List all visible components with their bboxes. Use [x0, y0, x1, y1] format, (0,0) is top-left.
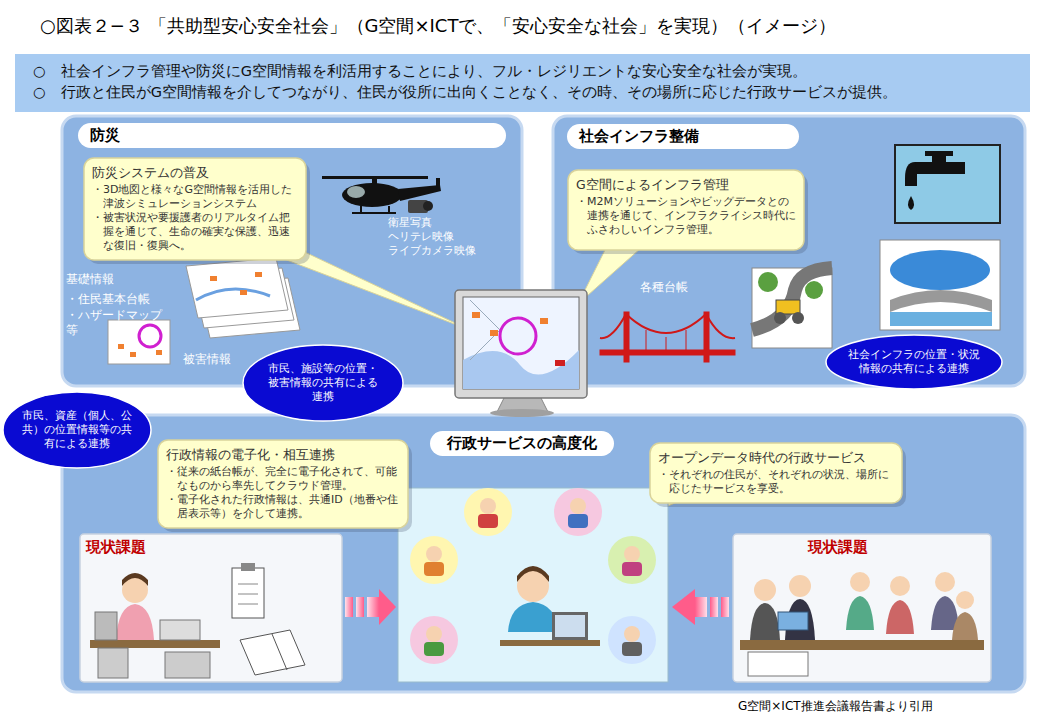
node-shape: [733, 534, 991, 682]
summary-band: ○ 社会インフラ管理や防災にG空間情報を利活用することにより、フル・レジリエント…: [15, 54, 1030, 112]
callout-box: 防災システムの普及・3D地図と様々なG空間情報を活用した津波シミュレーションシス…: [84, 158, 306, 260]
diagram-title: ○図表２−３ 「共助型安心安全社会」（G空間×ICTで、「安心安全な社会」を実現…: [40, 14, 836, 38]
callout-bullet: ・3D地図と様々なG空間情報を活用した津波シミュレーションシステム: [92, 183, 298, 211]
panel-heading: 防災: [78, 123, 506, 148]
callout-fill: [158, 440, 408, 528]
callout-box: オープンデータ時代の行政サービス・それぞれの住民が、それぞれの状況、場所に応じた…: [650, 443, 902, 503]
oval-fill: [243, 345, 403, 421]
label-slot: 衛星写真 ヘリテレ映像 ライブカメラ映像: [388, 216, 488, 258]
callout-fill: [84, 158, 306, 260]
label-slot: 基礎情報: [66, 272, 156, 287]
callout-heading: 行政情報の電子化・相互連携: [166, 446, 400, 463]
callout-bullet: ・従来の紙台帳が、完全に電子化されて、可能なものから率先してクラウド管理。: [166, 465, 400, 493]
box-fill: [80, 534, 342, 682]
faucet-icon: [895, 145, 1000, 223]
oval-fill: [826, 335, 1002, 389]
callout-bullet: ・それぞれの住民が、それぞれの状況、場所に応じたサービスを享受。: [658, 468, 894, 496]
summary-line: ○ 社会インフラ管理や防災にG空間情報を利活用することにより、フル・レジリエント…: [33, 61, 1012, 82]
box-fill: [733, 534, 991, 682]
panel-heading: 行政サービスの高度化: [430, 431, 614, 456]
issue-box: 現状課題: [733, 534, 991, 682]
part-label: ・ハザードマップ 等: [66, 308, 166, 338]
panel-heading: 社会インフラ整備: [567, 124, 799, 149]
caption-slot: G空間×ICT推進会議報告書より引用: [738, 698, 933, 715]
part-label: 被害情報: [183, 352, 243, 367]
title-slot: ○図表２−３ 「共助型安心安全社会」（G空間×ICTで、「安心安全な社会」を実現…: [40, 14, 836, 38]
label-slot: 各種台帳: [640, 280, 720, 295]
monitor: [455, 290, 587, 417]
callout-heading: G空間によるインフラ管理: [576, 176, 796, 193]
issue-heading: 現状課題: [808, 538, 868, 557]
label-slot: ・住民基本台帳: [66, 292, 176, 307]
label-slot: 被害情報: [183, 352, 243, 367]
dam: [880, 240, 1000, 330]
callout-heading: 防災システムの普及: [92, 164, 298, 181]
label-slot: ・ハザードマップ 等: [66, 308, 166, 338]
panel-fill: [62, 116, 522, 386]
callout-box: G空間によるインフラ管理・M2Mソリューションやビッグデータとの連携を通じて、イ…: [568, 170, 804, 250]
link-oval: 社会インフラの位置・状況情報の共有による連携: [826, 335, 1002, 389]
summary-line: ○ 行政と住民がG空間情報を介してつながり、住民が役所に出向くことなく、その時、…: [33, 82, 1012, 103]
callout-bullet: ・電子化された行政情報は、共通ID（地番や住居表示等）を介して連携。: [166, 493, 400, 521]
service-scene: [398, 488, 668, 682]
node-shape: [15, 54, 1030, 112]
map-sheets: [186, 258, 300, 338]
part-label: 衛星写真 ヘリテレ映像 ライブカメラ映像: [388, 216, 488, 258]
callout-box: 行政情報の電子化・相互連携・従来の紙台帳が、完全に電子化されて、可能なものから率…: [158, 440, 408, 528]
node-shape: [80, 534, 342, 682]
oval-fill: [3, 392, 151, 468]
part-label: ・住民基本台帳: [66, 292, 176, 307]
part-label: 基礎情報: [66, 272, 156, 287]
callout-bullet: ・被害状況や要援護者のリアルタイム把握を通じて、生命の確実な保護、迅速な復旧・復…: [92, 211, 298, 253]
issue-heading: 現状課題: [86, 538, 146, 557]
road-icon: [752, 268, 832, 348]
oval-text: 市民、資産（個人、公共）の位置情報等の共有による連携: [21, 409, 133, 451]
source-caption: G空間×ICT推進会議報告書より引用: [738, 698, 933, 715]
oval-text: 市民、施設等の位置・被害情報の共有による連携: [265, 362, 381, 404]
callout-heading: オープンデータ時代の行政サービス: [658, 449, 894, 466]
callout-fill: [650, 443, 902, 503]
oval-text: 社会インフラの位置・状況情報の共有による連携: [848, 348, 980, 376]
link-oval: 市民、施設等の位置・被害情報の共有による連携: [243, 345, 403, 421]
band-fill: [15, 54, 1030, 112]
callout-fill: [568, 170, 804, 250]
issue-box: 現状課題: [80, 534, 342, 682]
damage-map: [108, 320, 170, 364]
panel-fill: [62, 415, 1025, 692]
section-panel: 行政サービスの高度化行政情報の電子化・相互連携・従来の紙台帳が、完全に電子化され…: [62, 415, 1025, 692]
link-oval: 市民、資産（個人、公共）の位置情報等の共有による連携: [3, 392, 151, 468]
callout-bullet: ・M2Mソリューションやビッグデータとの連携を通じて、インフラクライシス時代にふ…: [576, 195, 796, 237]
part-label: 各種台帳: [640, 280, 720, 295]
